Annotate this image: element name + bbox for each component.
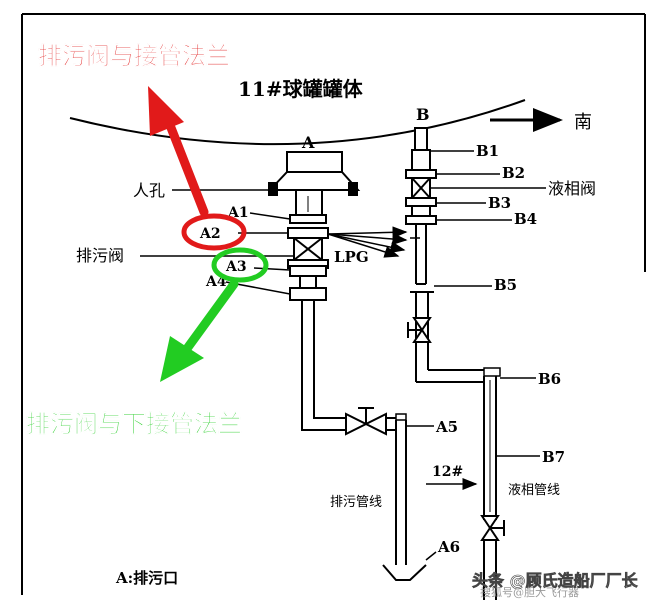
label-b5: B5: [494, 276, 517, 294]
b2-flange-upper: [405, 169, 437, 179]
label-b3: B3: [488, 194, 511, 212]
red-arrow-head: [148, 86, 184, 136]
a-drain-pipe-outer: [301, 300, 350, 431]
lpg-arrow-1: [327, 226, 408, 239]
tank-ref-label: 12#: [432, 464, 463, 480]
label-a2: A2: [199, 226, 221, 242]
a1-flange: [289, 214, 327, 224]
green-annotation-text: 排污阀与下接管法兰: [26, 410, 242, 438]
diagram-title: 11#球罐罐体: [238, 77, 364, 101]
drain-valve-cross-2: [293, 237, 323, 261]
b6-elbow: [483, 367, 501, 377]
b4-flange: [405, 215, 437, 225]
a5-elbow: [395, 413, 407, 421]
a6-leader: [425, 551, 437, 561]
green-arrow-head: [160, 336, 204, 382]
label-b7: B7: [542, 448, 565, 466]
b1-neck: [411, 149, 431, 171]
b3-spool: [411, 205, 431, 217]
label-b1: B1: [476, 142, 499, 160]
label-a3: A3: [225, 259, 247, 275]
b-valve-top: [412, 317, 432, 332]
a6-outlet: [382, 564, 427, 581]
drain-valve-label: 排污阀: [76, 246, 124, 265]
a3-flange: [289, 265, 327, 277]
a5-valve-left: [345, 412, 369, 436]
manhole-cover: [286, 151, 343, 173]
liquid-valve-label: 液相阀: [548, 179, 596, 198]
legend-drain-outlet: A:排污口: [115, 569, 178, 587]
lpg-label: LPG: [334, 248, 369, 266]
b3-flange: [405, 197, 437, 207]
red-annotation-text: 排污阀与接管法兰: [38, 42, 230, 70]
label-a6: A6: [437, 538, 460, 556]
a4-flange: [289, 287, 327, 301]
direction-label: 南: [574, 112, 592, 133]
a2-flange-upper: [287, 227, 329, 239]
a5-valve-right: [363, 412, 387, 436]
b-riser-valve-top: [480, 515, 500, 530]
b-valve-bottom: [412, 328, 432, 343]
b-riser-valve-bottom: [480, 526, 500, 541]
side-b-header: B: [416, 105, 430, 124]
tank-shell-curve: [69, 99, 526, 146]
a2-highlight-circle: [181, 213, 247, 251]
drain-pipe-label: 排污管线: [330, 495, 382, 510]
manhole-bolt-left: [268, 182, 278, 196]
label-b2: B2: [502, 164, 525, 182]
label-b6: B6: [538, 370, 561, 388]
a-drain-pipe-inner: [313, 300, 350, 419]
watermark-faint: 搜狐号@胆大飞行器: [480, 585, 579, 599]
red-arrow-shaft: [163, 115, 209, 217]
green-arrow-shaft: [181, 279, 239, 355]
liquid-valve-cross-2: [411, 177, 431, 199]
watermark: 头条 @顾氏造船厂厂长: [472, 571, 639, 590]
side-a-header: A: [301, 133, 315, 152]
a1-leader: [249, 212, 291, 220]
liquid-pipe-label: 液相管线: [508, 483, 560, 498]
manhole-neck: [267, 171, 361, 191]
label-b4: B4: [514, 210, 537, 228]
lpg-arrow-4: [327, 233, 400, 258]
a3-leader: [253, 267, 291, 271]
label-a5: A5: [435, 418, 458, 436]
a3-highlight-circle: [211, 247, 269, 283]
manhole-bolt-right: [348, 182, 358, 196]
b-nozzle: [414, 127, 428, 151]
manhole-label: 人孔: [133, 181, 165, 200]
lpg-arrow-2: [327, 232, 408, 245]
